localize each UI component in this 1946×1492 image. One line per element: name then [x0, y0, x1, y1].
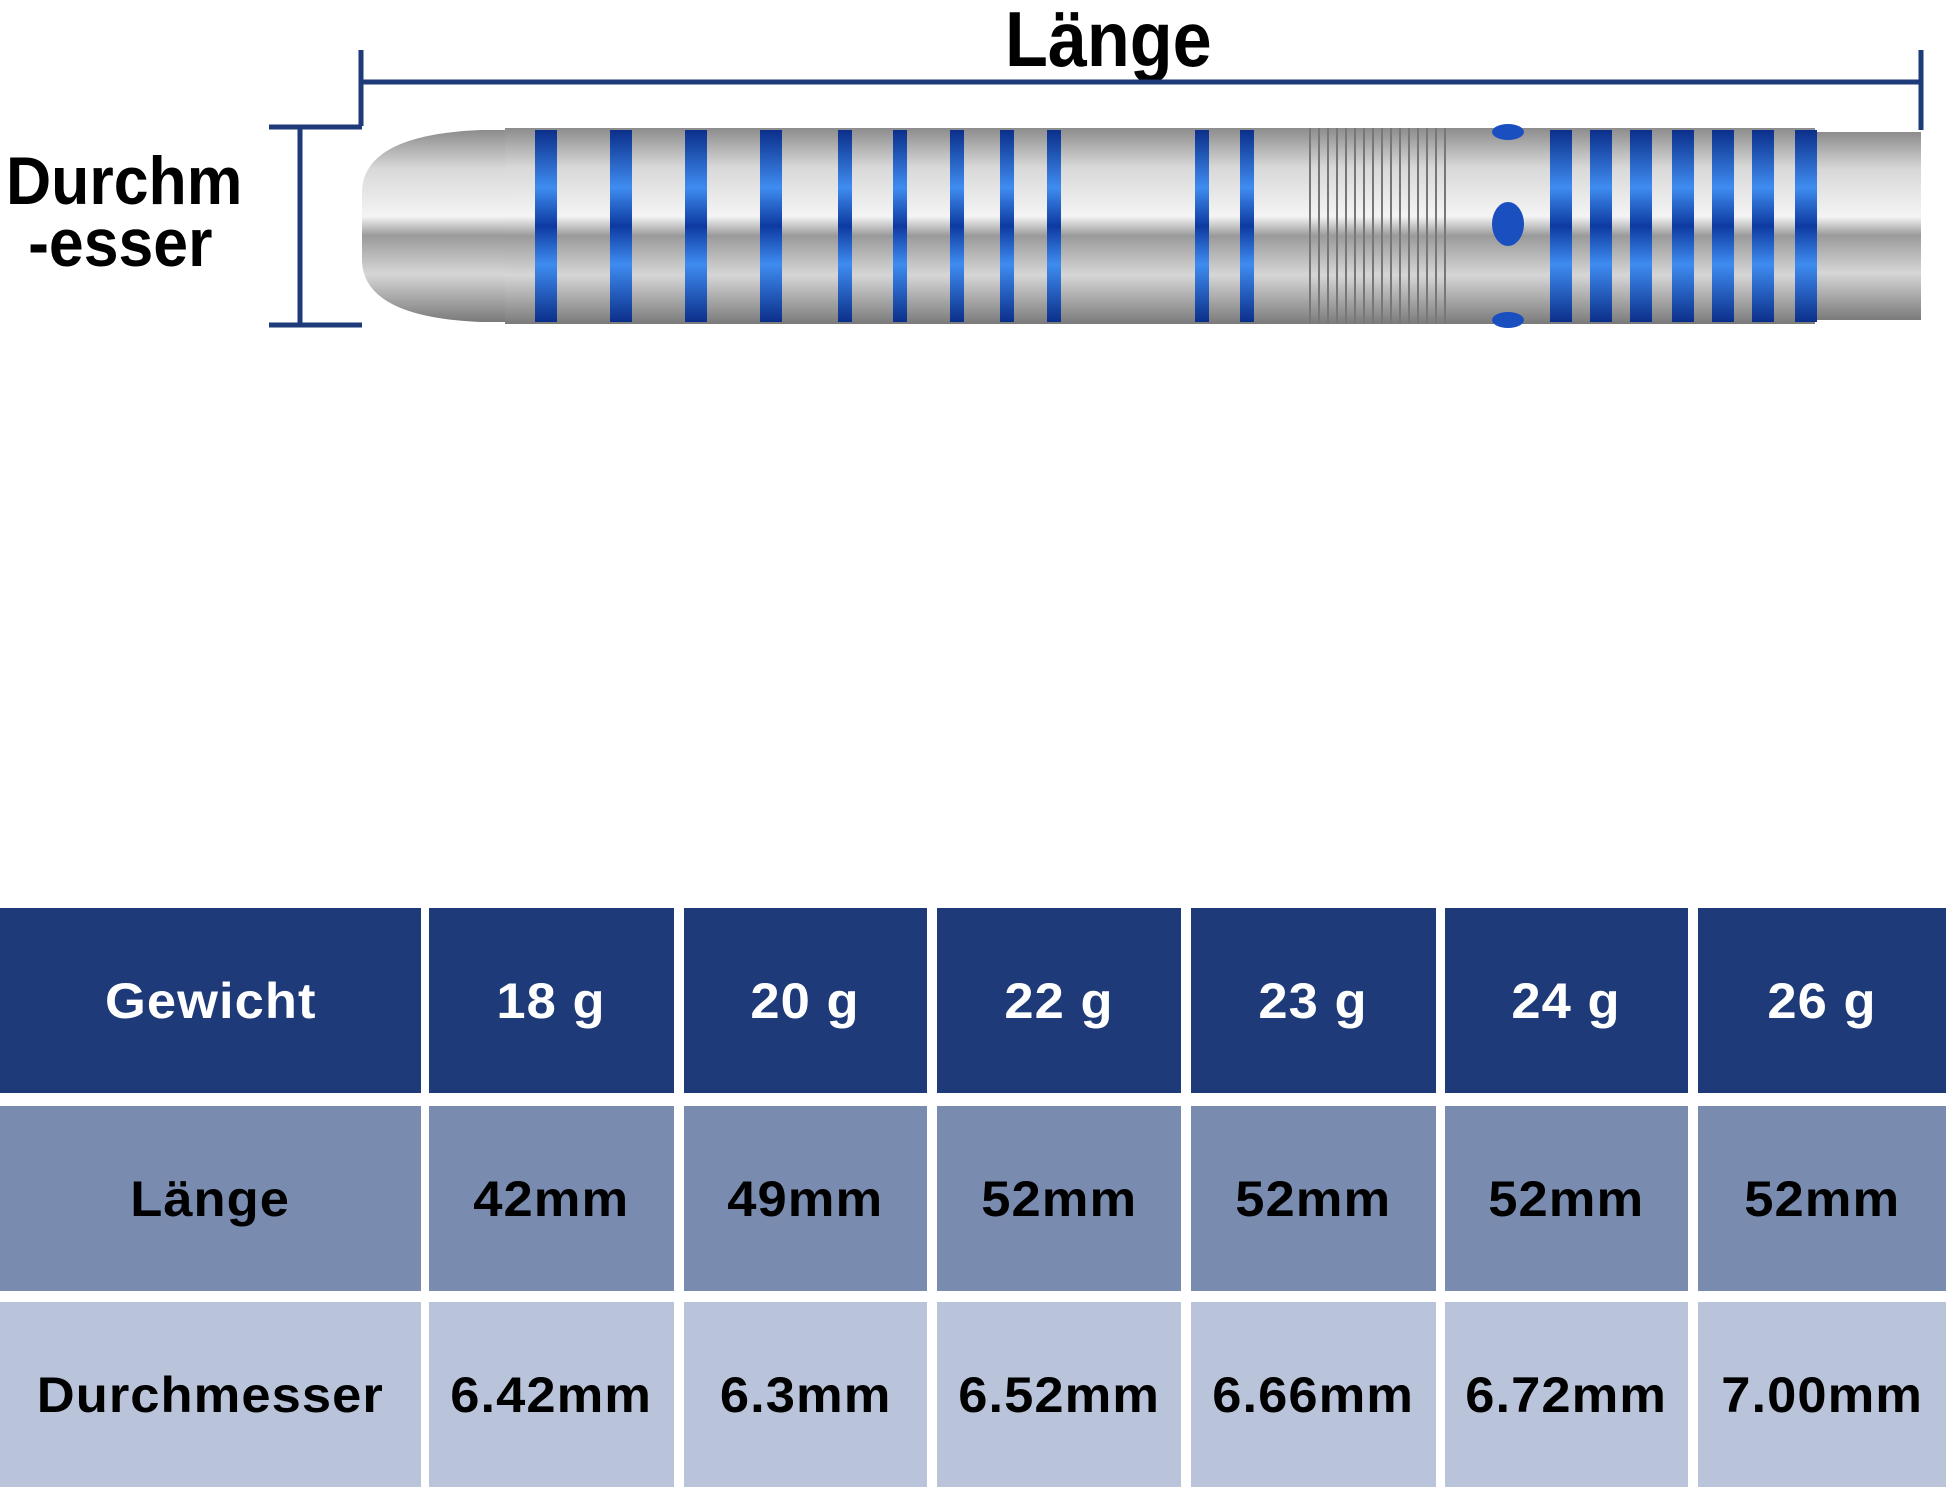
barrel-grip-threads [1309, 128, 1446, 324]
blue-band [685, 130, 707, 322]
blue-band [760, 130, 782, 322]
cell-value: 26 g [1767, 972, 1877, 1029]
diameter-label: Durchm -esser [6, 143, 243, 281]
table-cell: 26 g [1698, 908, 1946, 1093]
blue-band [1000, 130, 1014, 322]
blue-band [1712, 130, 1734, 322]
row-header-cell: Länge [0, 1106, 421, 1291]
cell-value: 42mm [473, 1170, 630, 1227]
table-cell: 52mm [1698, 1106, 1946, 1291]
blue-band [535, 130, 557, 322]
row-label: Durchmesser [36, 1366, 385, 1423]
table-cell: 42mm [429, 1106, 674, 1291]
length-dimension-line [358, 50, 1924, 130]
cell-value: 24 g [1511, 972, 1622, 1029]
table-cell: 24 g [1445, 908, 1688, 1093]
blue-band [838, 130, 852, 322]
cell-value: 6.52mm [958, 1366, 1160, 1423]
barrel-end [1815, 132, 1921, 320]
table-cell: 52mm [937, 1106, 1181, 1291]
barrel-dot [1492, 124, 1524, 140]
blue-band [950, 130, 964, 322]
row-header-cell: Gewicht [0, 908, 421, 1093]
row-label: Gewicht [104, 972, 317, 1029]
cell-value: 7.00mm [1721, 1366, 1923, 1423]
cell-value: 6.66mm [1212, 1366, 1415, 1423]
row-label: Länge [130, 1170, 291, 1227]
blue-band [1195, 130, 1209, 322]
blue-band [1240, 130, 1254, 322]
cell-value: 6.72mm [1465, 1366, 1668, 1423]
barrel-dot [1492, 202, 1524, 246]
cell-value: 22 g [1004, 972, 1114, 1029]
blue-band [1047, 130, 1061, 322]
barrel-nose [362, 130, 505, 322]
blue-band [1550, 130, 1572, 322]
cell-value: 23 g [1258, 972, 1369, 1029]
blue-bands [535, 130, 1817, 322]
table-cell: 6.52mm [937, 1302, 1181, 1487]
dart-barrel [362, 124, 1921, 328]
length-label: Länge [1005, 0, 1212, 83]
table-cell: 6.42mm [429, 1302, 674, 1487]
blue-band [610, 130, 632, 322]
cell-value: 52mm [981, 1170, 1137, 1227]
cell-value: 6.42mm [450, 1366, 653, 1423]
diameter-dimension-line [269, 124, 362, 328]
table-cell: 22 g [937, 908, 1181, 1093]
table-cell: 52mm [1445, 1106, 1688, 1291]
table-cell: 49mm [684, 1106, 927, 1291]
dart-diagram [269, 50, 1924, 328]
table-cell: 6.66mm [1191, 1302, 1436, 1487]
cell-value: 18 g [496, 972, 607, 1029]
blue-band [1630, 130, 1652, 322]
cell-value: 52mm [1744, 1170, 1900, 1227]
table-cell: 18 g [429, 908, 674, 1093]
cell-value: 52mm [1235, 1170, 1392, 1227]
blue-band [1590, 130, 1612, 322]
blue-band [893, 130, 907, 322]
table-cell: 7.00mm [1698, 1302, 1946, 1487]
table-cell: 52mm [1191, 1106, 1436, 1291]
cell-value: 52mm [1488, 1170, 1645, 1227]
table-cell: 20 g [684, 908, 927, 1093]
cell-value: 6.3mm [719, 1366, 892, 1423]
diameter-label-line1: Durchm [6, 143, 243, 219]
cell-value: 49mm [727, 1170, 884, 1227]
cell-value: 20 g [750, 972, 861, 1029]
table-cell: 23 g [1191, 908, 1436, 1093]
row-header-cell: Durchmesser [0, 1302, 421, 1487]
blue-band [1795, 130, 1817, 322]
barrel-dot [1492, 312, 1524, 328]
table-cell: 6.72mm [1445, 1302, 1688, 1487]
table-cell: 6.3mm [684, 1302, 927, 1487]
diameter-label-line2: -esser [28, 205, 213, 281]
blue-band [1672, 130, 1694, 322]
blue-band [1752, 130, 1774, 322]
